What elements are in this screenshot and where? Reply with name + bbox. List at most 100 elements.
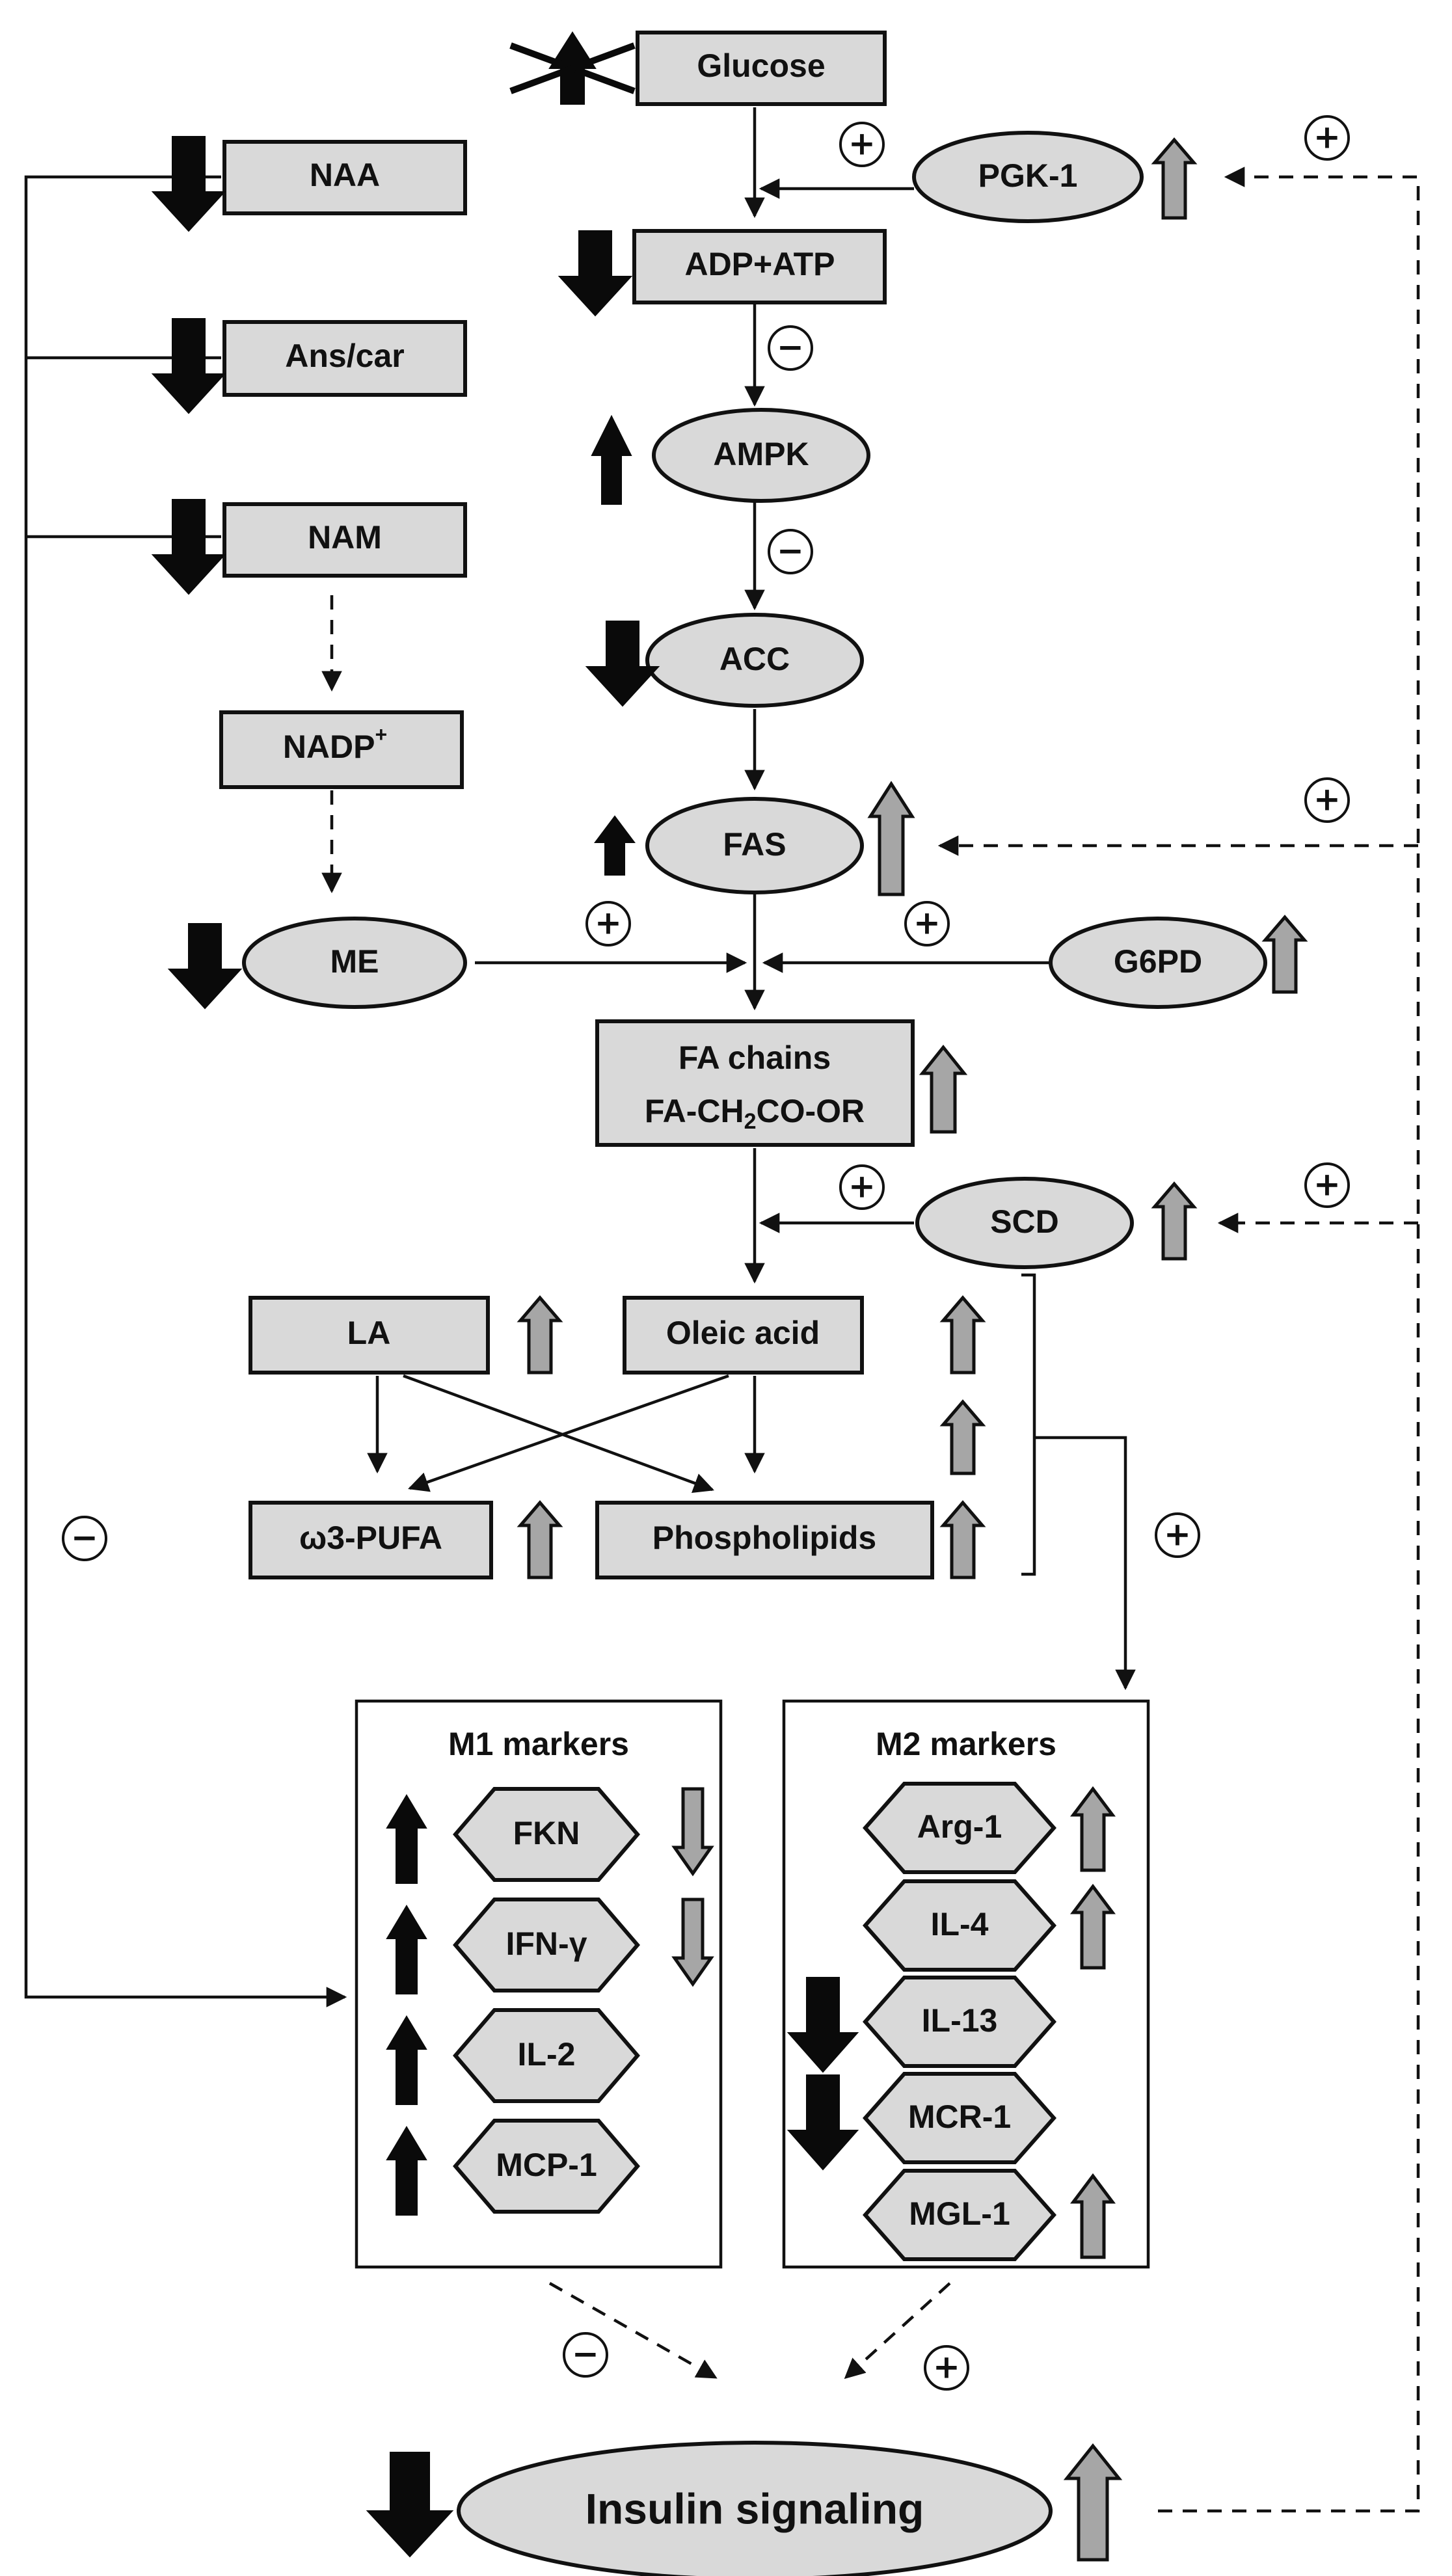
- svg-text:NADP+: NADP+: [283, 723, 387, 765]
- sign-minus-ampk: −: [768, 529, 813, 574]
- svg-text:Arg-1: Arg-1: [917, 1808, 1002, 1845]
- svg-text:ACC: ACC: [719, 641, 790, 677]
- fkn-up-arrow-icon: [386, 1794, 427, 1884]
- m1-marker-mcp1: MCP-1: [453, 2119, 640, 2214]
- adp-down-arrow-icon: [558, 230, 633, 317]
- il13-down-arrow-icon: [786, 1977, 859, 2073]
- svg-text:IL-4: IL-4: [931, 1906, 989, 1942]
- pgk1-up-arrow-icon: [1151, 137, 1198, 220]
- node-scd: SCD: [915, 1177, 1134, 1269]
- edge-insulin-feedback-pgk1: [1158, 167, 1420, 2513]
- sign-plus-me: +: [585, 901, 631, 946]
- svg-text:LA: LA: [347, 1315, 391, 1351]
- svg-text:+: +: [1313, 1166, 1341, 1203]
- fkn-down-arrow-icon: [671, 1787, 714, 1877]
- svg-text:−: −: [572, 2335, 599, 2373]
- svg-text:−: −: [71, 1519, 98, 1557]
- il4-up-arrow-icon: [1070, 1883, 1116, 1970]
- il2-up-arrow-icon: [386, 2015, 427, 2105]
- svg-text:−: −: [777, 329, 804, 366]
- sign-plus-feedback-fas: +: [1304, 777, 1350, 823]
- edges-dashed: [321, 167, 1420, 2513]
- sign-plus-lipids: +: [1155, 1512, 1200, 1558]
- fachains-up-arrow-icon: [919, 1044, 968, 1134]
- edge-la-to-phospholipids: [403, 1374, 714, 1493]
- sign-minus-m1: −: [563, 2332, 608, 2378]
- node-glucose: Glucose: [636, 31, 887, 106]
- ampk-up-arrow-icon: [591, 414, 632, 505]
- svg-text:FKN: FKN: [513, 1815, 580, 1851]
- svg-text:ADP+ATP: ADP+ATP: [684, 246, 835, 282]
- m2-marker-il4: IL-4: [862, 1879, 1057, 1972]
- svg-text:MCR-1: MCR-1: [908, 2099, 1011, 2135]
- edge-oleic-to-pufa: [408, 1374, 729, 1492]
- m1-marker-ifn-gamma: IFN-γ: [453, 1898, 640, 1992]
- edge-m1-to-insulin: [548, 2282, 718, 2379]
- sign-minus-left: −: [62, 1516, 107, 1561]
- mcp1-up-arrow-icon: [386, 2126, 427, 2216]
- svg-text:+: +: [1313, 118, 1341, 156]
- svg-text:AMPK: AMPK: [713, 436, 809, 472]
- sign-plus-m2: +: [924, 2345, 969, 2391]
- node-naa: NAA: [222, 140, 467, 215]
- edge-lipids-to-m2: [1034, 1436, 1136, 1691]
- svg-text:FAS: FAS: [723, 826, 786, 863]
- arg1-up-arrow-icon: [1070, 1786, 1116, 1872]
- svg-text:Phospholipids: Phospholipids: [652, 1520, 876, 1556]
- node-fas: FAS: [645, 797, 864, 894]
- anscar-down-arrow-icon: [151, 318, 226, 414]
- svg-text:Insulin signaling: Insulin signaling: [585, 2484, 924, 2532]
- svg-text:SCD: SCD: [990, 1203, 1059, 1240]
- svg-text:NAM: NAM: [308, 519, 382, 556]
- svg-text:IFN-γ: IFN-γ: [506, 1925, 587, 1962]
- svg-text:MGL-1: MGL-1: [909, 2195, 1010, 2232]
- m2-title: M2 markers: [876, 1726, 1056, 1762]
- node-g6pd: G6PD: [1049, 917, 1267, 1009]
- svg-text:FA chains: FA chains: [679, 1040, 831, 1076]
- node-adp-atp: ADP+ATP: [632, 229, 887, 304]
- m2-marker-mgl1: MGL-1: [862, 2169, 1057, 2261]
- svg-text:+: +: [1164, 1516, 1191, 1553]
- node-ampk: AMPK: [652, 408, 870, 503]
- acc-down-arrow-icon: [585, 621, 660, 707]
- m2-marker-mcr1: MCR-1: [862, 2072, 1057, 2164]
- m2-marker-arg1: Arg-1: [862, 1782, 1057, 1874]
- svg-text:IL-13: IL-13: [922, 2002, 998, 2039]
- indicator-arrows: [151, 136, 1308, 2562]
- svg-text:FA-CH2CO-OR: FA-CH2CO-OR: [645, 1093, 865, 1134]
- svg-text:+: +: [933, 2348, 960, 2386]
- sign-plus-feedback-scd: +: [1304, 1162, 1350, 1208]
- bracket-lipids: [1021, 1273, 1036, 1576]
- node-w3-pufa: ω3-PUFA: [249, 1501, 493, 1579]
- svg-text:+: +: [848, 125, 876, 163]
- m1-marker-il2: IL-2: [453, 2008, 640, 2103]
- edges-solid: [24, 107, 1136, 2007]
- node-phospholipids: Phospholipids: [595, 1501, 934, 1579]
- fas-grey-up-arrow-icon: [867, 781, 915, 896]
- fas-up-arrow-icon: [594, 815, 636, 876]
- svg-text:Ans/car: Ans/car: [285, 338, 404, 374]
- node-la: LA: [249, 1296, 490, 1375]
- sign-plus-feedback-top: +: [1304, 115, 1350, 161]
- naa-down-arrow-icon: [151, 136, 226, 232]
- svg-text:MCP-1: MCP-1: [496, 2147, 597, 2183]
- edge-left-inhibition: [24, 175, 347, 2007]
- svg-text:Glucose: Glucose: [697, 47, 825, 84]
- node-me: ME: [242, 917, 467, 1009]
- node-ans-car: Ans/car: [222, 320, 467, 397]
- scd-up-arrow-icon: [1151, 1181, 1198, 1261]
- svg-text:ω3-PUFA: ω3-PUFA: [299, 1520, 442, 1556]
- svg-text:G6PD: G6PD: [1114, 943, 1202, 980]
- svg-text:NAA: NAA: [310, 157, 380, 193]
- sign-minus-adp: −: [768, 325, 813, 371]
- svg-text:+: +: [595, 904, 622, 942]
- regulation-signs: + + − − + + + + + + − − +: [62, 115, 1350, 2391]
- me-down-arrow-icon: [167, 923, 243, 1010]
- node-insulin-signaling: Insulin signaling: [457, 2441, 1053, 2576]
- oleic-up-arrow-icon: [939, 1295, 986, 1375]
- svg-text:Oleic acid: Oleic acid: [666, 1315, 820, 1351]
- insulin-up-arrow-icon: [1063, 2443, 1123, 2562]
- node-pgk1: PGK-1: [912, 131, 1144, 223]
- svg-text:+: +: [913, 904, 941, 942]
